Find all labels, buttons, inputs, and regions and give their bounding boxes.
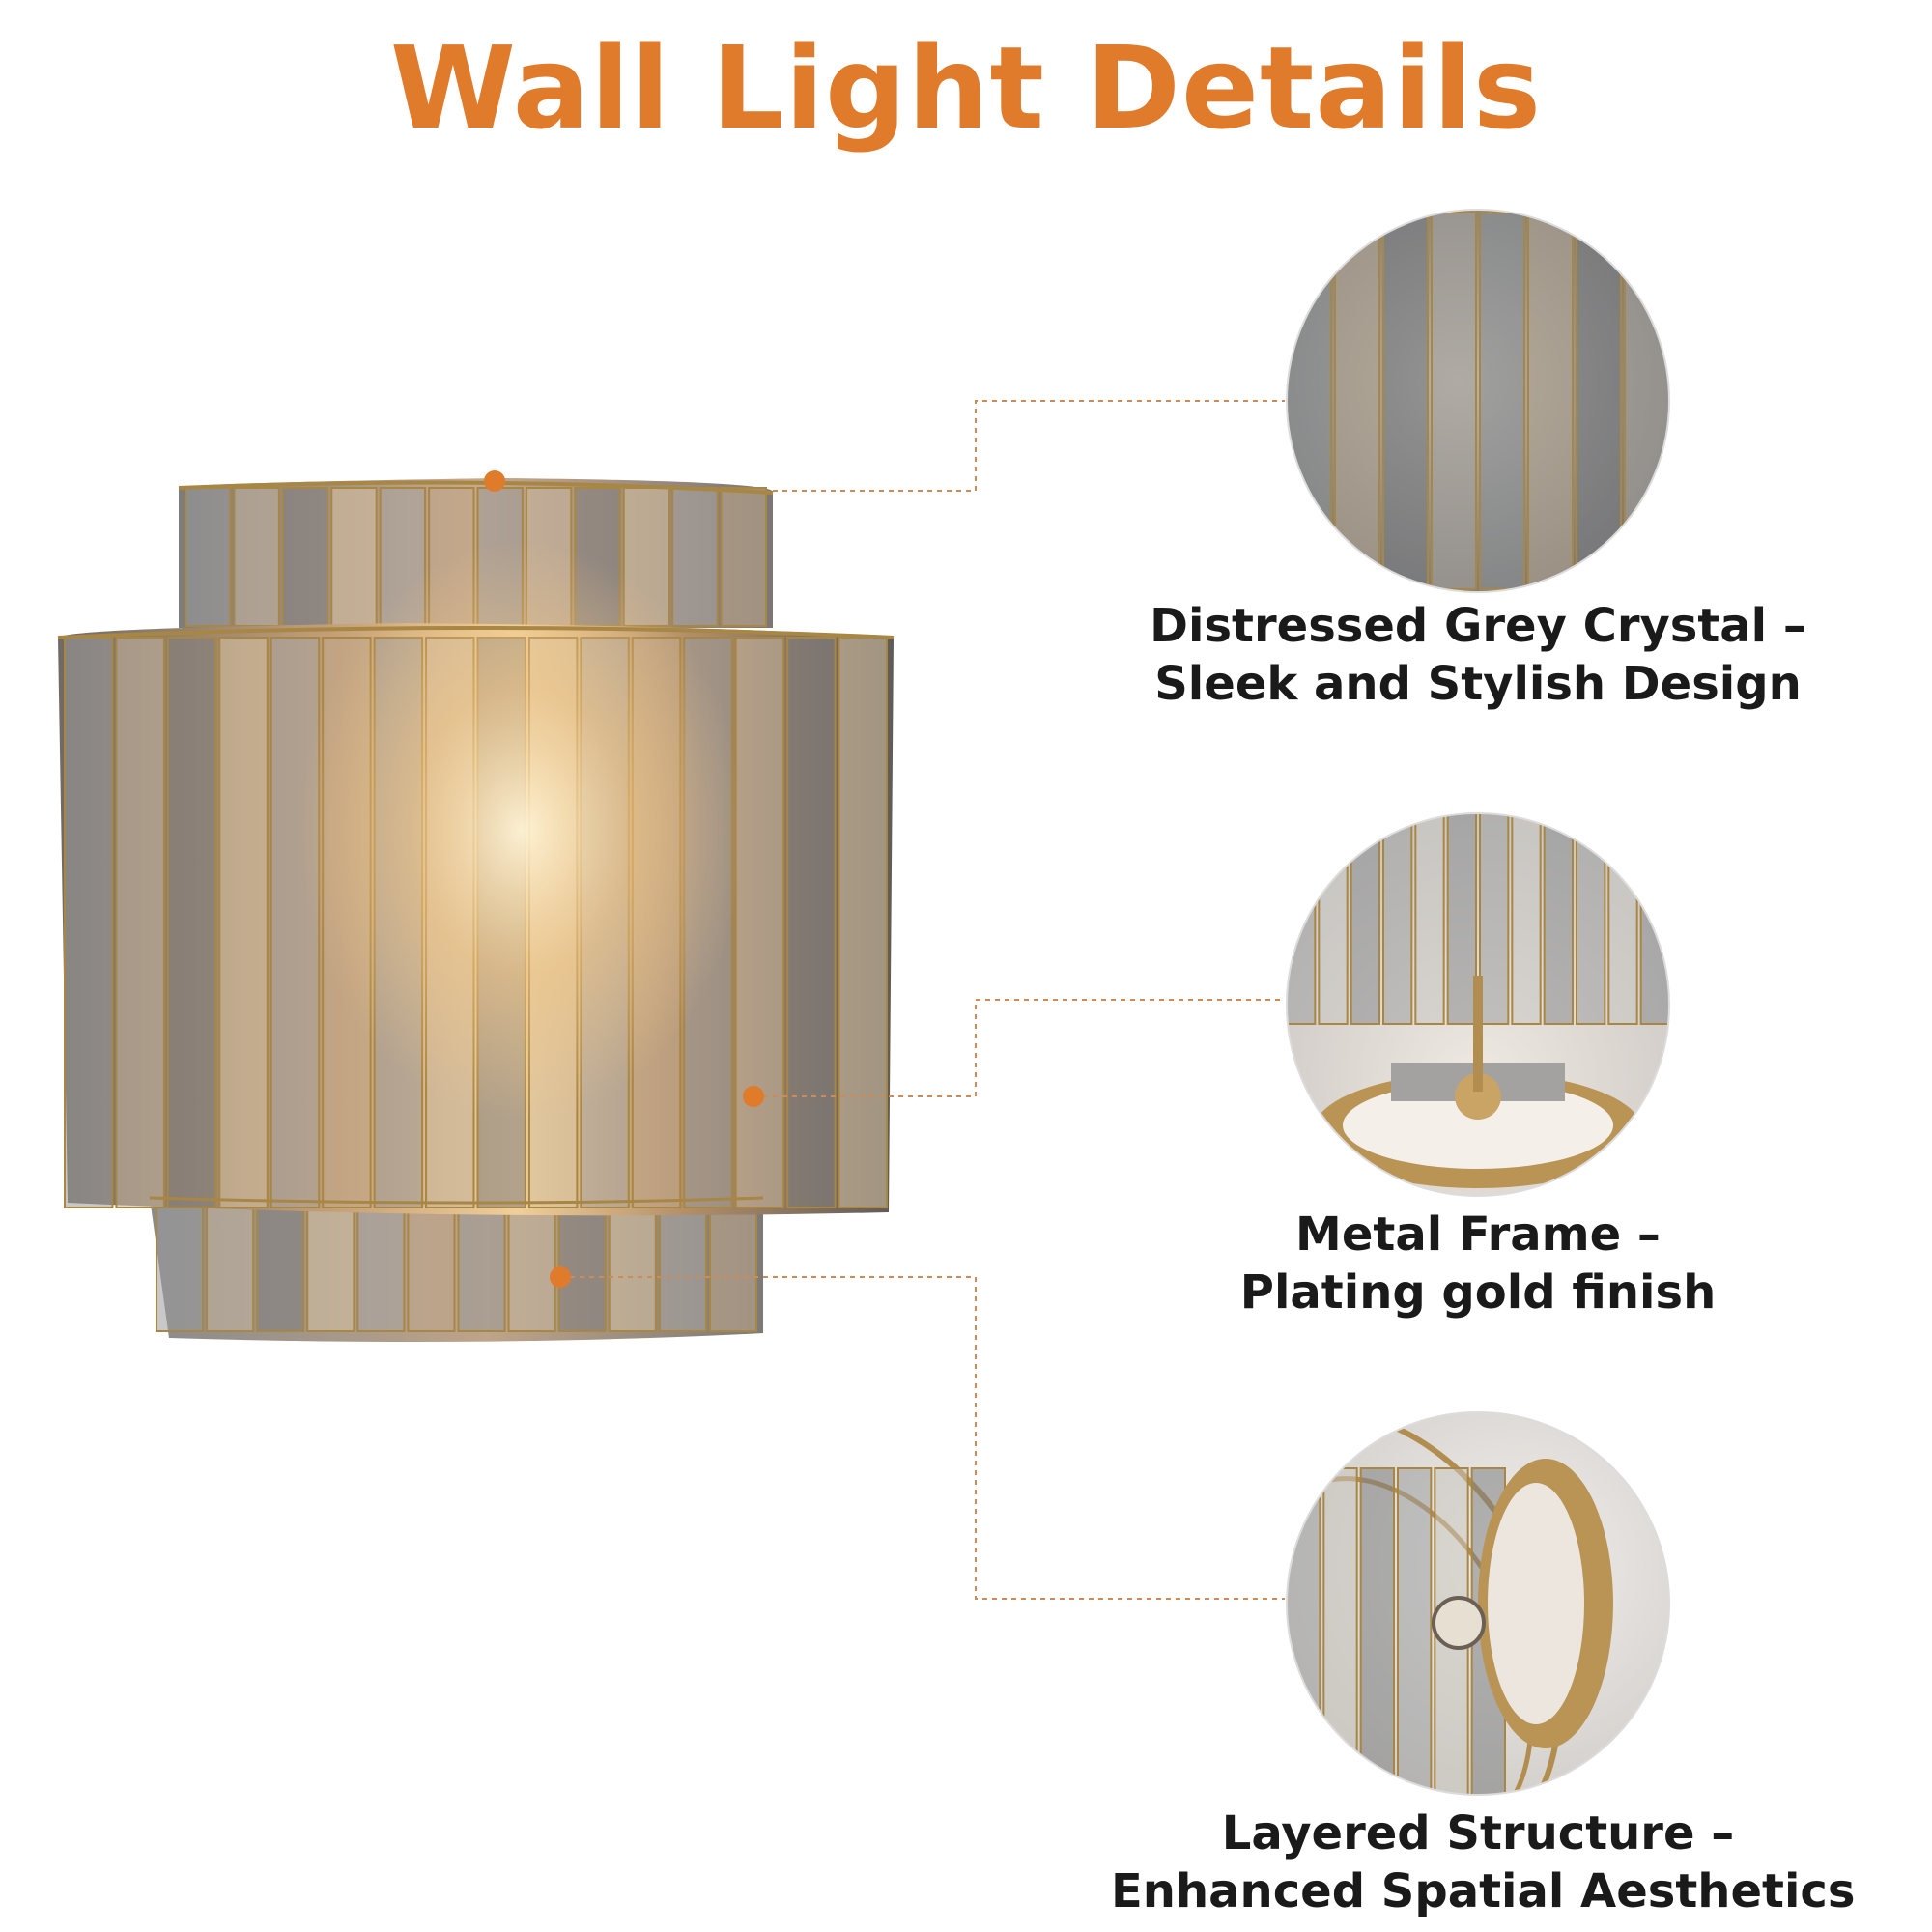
- crystal-strip: [1334, 212, 1380, 590]
- crystal-strip: [407, 1199, 456, 1332]
- crystal-strip: [306, 1199, 355, 1332]
- feature-caption-line2: Sleek and Stylish Design: [1154, 657, 1802, 711]
- feature-caption-frame: Metal Frame – Plating gold finish: [1111, 1206, 1845, 1321]
- crystal-strip: [557, 1199, 607, 1332]
- crystal-strip: [608, 1199, 657, 1332]
- crystal-strip: [457, 1199, 506, 1332]
- crystal-strip: [1359, 1467, 1395, 1795]
- callout-leaders: [570, 400, 1285, 1600]
- crystal-strip: [218, 637, 269, 1208]
- detail-circle-frame: [1286, 812, 1670, 1197]
- feature-caption-line1: Metal Frame –: [1295, 1208, 1661, 1262]
- feature-caption-layers: Layered Structure – Enhanced Spatial Aes…: [1111, 1804, 1856, 1920]
- crystal-strip: [1431, 212, 1477, 590]
- page-title: Wall Light Details: [389, 21, 1543, 155]
- crystal-strip: [356, 1199, 406, 1332]
- crystal-strip: [1287, 212, 1332, 590]
- feature-caption-line2: Plating gold finish: [1239, 1265, 1717, 1320]
- crystal-strip: [1624, 212, 1669, 590]
- crystal-strip: [1318, 813, 1349, 1025]
- crystal-strip: [1576, 212, 1622, 590]
- crystal-strip: [115, 637, 165, 1208]
- crystal-strip: [1607, 813, 1638, 1025]
- crystal-strip: [185, 487, 232, 627]
- crystal-strip: [720, 487, 767, 627]
- crystal-strip: [1414, 813, 1445, 1025]
- crystal-strip: [658, 1199, 707, 1332]
- crystal-strip: [330, 487, 378, 627]
- leader-line-layers: [570, 1276, 1285, 1600]
- crystal-strip: [1479, 813, 1510, 1025]
- feature-caption-line1: Layered Structure –: [1221, 1806, 1735, 1861]
- callout-dot-frame: [743, 1086, 764, 1107]
- leader-line-crystal: [773, 400, 1285, 492]
- crystal-strip: [1446, 813, 1477, 1025]
- feature-caption-crystal: Distressed Grey Crystal – Sleek and Styl…: [1111, 597, 1845, 713]
- crystal-strip: [1479, 212, 1525, 590]
- crystal-strip: [734, 637, 785, 1208]
- crystal-strip: [786, 637, 837, 1208]
- crystal-strip: [64, 637, 114, 1208]
- crystal-strip: [507, 1199, 556, 1332]
- crystal-strip: [1639, 813, 1669, 1025]
- crystal-strip: [838, 637, 888, 1208]
- crystal-strip: [206, 1199, 255, 1332]
- detail-circle-crystal: [1286, 209, 1670, 593]
- crystal-strip: [1287, 1467, 1321, 1795]
- crystal-strip: [1287, 813, 1317, 1025]
- callout-dot-layers: [550, 1266, 571, 1288]
- crystal-strip: [1397, 1467, 1433, 1795]
- crystal-strip: [708, 1199, 758, 1332]
- detail-circle-layers: [1286, 1411, 1670, 1796]
- leader-line-frame: [763, 999, 1285, 1097]
- crystal-strip: [1382, 212, 1429, 590]
- feature-caption-line1: Distressed Grey Crystal –: [1150, 599, 1806, 653]
- feature-caption-line2: Enhanced Spatial Aesthetics: [1111, 1864, 1856, 1918]
- callout-dot-crystal: [484, 470, 505, 492]
- crystal-strip: [671, 487, 719, 627]
- crystal-strip: [156, 1199, 205, 1332]
- crystal-strip: [166, 637, 217, 1208]
- crystal-strip: [1527, 212, 1574, 590]
- crystal-strip: [1543, 813, 1574, 1025]
- crystal-strip: [281, 487, 329, 627]
- crystal-strip: [233, 487, 280, 627]
- crystal-strip: [256, 1199, 305, 1332]
- wall-light-image: [57, 478, 895, 1342]
- crystal-strip: [1511, 813, 1542, 1025]
- crystal-strip: [1382, 813, 1413, 1025]
